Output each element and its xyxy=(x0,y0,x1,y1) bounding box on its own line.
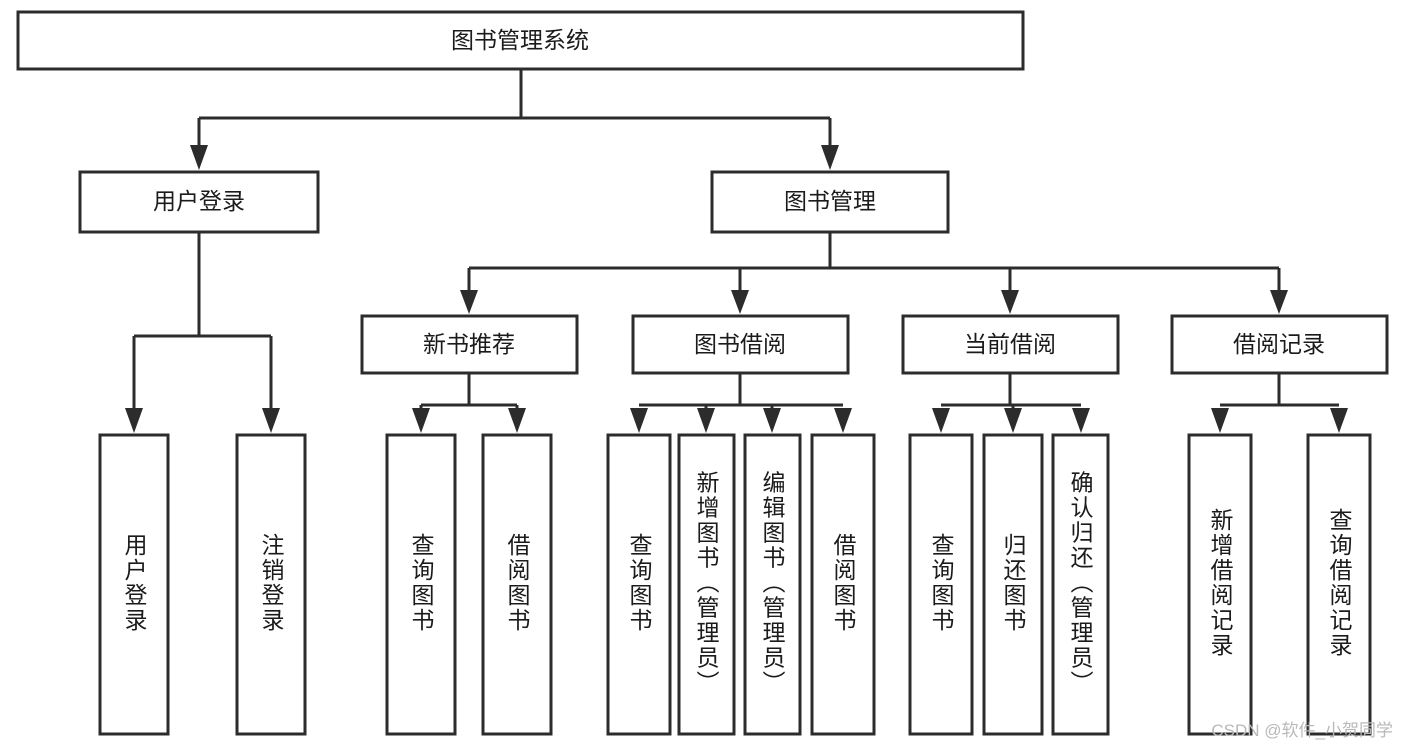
node-book-borrow[interactable]: 图书借阅 xyxy=(631,314,850,375)
node-leaf-borrow-book-1-label: 借阅图书 xyxy=(504,533,531,633)
node-leaf-return-book-label: 归还图书 xyxy=(1000,533,1027,633)
arrow-head-leaf-user-login xyxy=(125,408,143,433)
node-leaf-query-book-1[interactable]: 查询图书 xyxy=(385,433,457,736)
node-leaf-user-logout-label: 注销登录 xyxy=(258,533,285,633)
node-leaf-confirm-return-box[interactable] xyxy=(1051,433,1110,736)
node-leaf-user-login-label: 用户登录 xyxy=(121,533,148,633)
node-new-book-recommend-label: 新书推荐 xyxy=(423,331,515,357)
node-leaf-user-login[interactable]: 用户登录 xyxy=(98,433,170,736)
node-book-management-label: 图书管理 xyxy=(784,188,876,214)
node-leaf-borrow-book-1-box[interactable] xyxy=(481,433,553,736)
node-root[interactable]: 图书管理系统 xyxy=(16,10,1025,71)
node-leaf-query-book-3-box[interactable] xyxy=(908,433,974,736)
node-leaf-query-book-3[interactable]: 查询图书 xyxy=(908,433,974,736)
node-new-book-recommend-box[interactable] xyxy=(360,314,579,375)
node-leaf-borrow-book-2-box[interactable] xyxy=(810,433,876,736)
node-book-management-box[interactable] xyxy=(710,170,950,234)
node-root-box[interactable] xyxy=(16,10,1025,71)
node-leaf-query-book-2[interactable]: 查询图书 xyxy=(606,433,672,736)
node-leaf-confirm-return[interactable]: 确认归还（管理员） xyxy=(1051,433,1110,736)
node-current-borrow-label: 当前借阅 xyxy=(964,331,1056,357)
node-leaf-borrow-book-2[interactable]: 借阅图书 xyxy=(810,433,876,736)
arrow-head-leaf-query-book-2 xyxy=(630,408,648,433)
node-borrow-record-label: 借阅记录 xyxy=(1233,331,1325,357)
node-leaf-edit-book-box[interactable] xyxy=(743,433,802,736)
node-leaf-add-book-label: 新增图书（管理员） xyxy=(693,471,720,696)
node-user-login[interactable]: 用户登录 xyxy=(78,170,320,234)
node-leaf-query-book-1-label: 查询图书 xyxy=(408,533,435,633)
node-current-borrow-box[interactable] xyxy=(901,314,1120,375)
node-leaf-query-borrow-record-label: 查询借阅记录 xyxy=(1326,508,1353,658)
node-leaf-user-logout[interactable]: 注销登录 xyxy=(235,433,307,736)
node-leaf-add-book[interactable]: 新增图书（管理员） xyxy=(677,433,736,736)
node-leaf-return-book[interactable]: 归还图书 xyxy=(982,433,1044,736)
arrow-head-leaf-user-logout xyxy=(262,408,280,433)
arrow-head-leaf-borrow-book-1 xyxy=(508,408,526,433)
arrow-head-leaf-add-borrow-record xyxy=(1211,408,1229,433)
node-user-login-box[interactable] xyxy=(78,170,320,234)
node-leaf-borrow-book-1[interactable]: 借阅图书 xyxy=(481,433,553,736)
arrow-head-current-borrow xyxy=(1001,290,1019,314)
node-leaf-confirm-return-label: 确认归还（管理员） xyxy=(1067,471,1094,696)
node-current-borrow[interactable]: 当前借阅 xyxy=(901,314,1120,375)
node-new-book-recommend[interactable]: 新书推荐 xyxy=(360,314,579,375)
node-leaf-add-borrow-record[interactable]: 新增借阅记录 xyxy=(1187,433,1253,736)
node-leaf-query-book-2-box[interactable] xyxy=(606,433,672,736)
arrow-head-user-login xyxy=(190,145,208,170)
arrow-head-leaf-add-book xyxy=(697,408,715,433)
node-leaf-borrow-book-2-label: 借阅图书 xyxy=(830,533,857,633)
node-leaf-return-book-box[interactable] xyxy=(982,433,1044,736)
node-book-borrow-box[interactable] xyxy=(631,314,850,375)
node-leaf-edit-book[interactable]: 编辑图书（管理员） xyxy=(743,433,802,736)
arrow-head-new-book-recommend xyxy=(460,290,478,314)
node-leaf-user-logout-box[interactable] xyxy=(235,433,307,736)
node-leaf-edit-book-label: 编辑图书（管理员） xyxy=(759,471,786,696)
arrow-head-leaf-confirm-return xyxy=(1072,408,1090,433)
node-leaf-add-book-box[interactable] xyxy=(677,433,736,736)
arrow-head-leaf-edit-book xyxy=(763,408,781,433)
node-leaf-query-borrow-record[interactable]: 查询借阅记录 xyxy=(1306,433,1372,736)
arrow-head-leaf-query-book-1 xyxy=(412,408,430,433)
arrow-head-leaf-query-borrow-record xyxy=(1330,408,1348,433)
connector-layer xyxy=(125,69,1348,433)
node-root-label: 图书管理系统 xyxy=(451,27,589,53)
node-borrow-record[interactable]: 借阅记录 xyxy=(1170,314,1389,375)
node-leaf-add-borrow-record-label: 新增借阅记录 xyxy=(1207,508,1234,658)
node-book-management[interactable]: 图书管理 xyxy=(710,170,950,234)
arrow-head-borrow-record xyxy=(1270,290,1288,314)
node-book-borrow-label: 图书借阅 xyxy=(694,331,786,357)
arrow-head-book-management xyxy=(821,145,839,170)
node-leaf-query-borrow-record-box[interactable] xyxy=(1306,433,1372,736)
node-user-login-label: 用户登录 xyxy=(153,188,245,214)
node-borrow-record-box[interactable] xyxy=(1170,314,1389,375)
node-leaf-query-book-3-label: 查询图书 xyxy=(928,533,955,633)
node-leaf-user-login-box[interactable] xyxy=(98,433,170,736)
node-leaf-add-borrow-record-box[interactable] xyxy=(1187,433,1253,736)
arrow-head-book-borrow xyxy=(731,290,749,314)
arrow-head-leaf-return-book xyxy=(1004,408,1022,433)
arrow-head-leaf-borrow-book-2 xyxy=(834,408,852,433)
node-leaf-query-book-1-box[interactable] xyxy=(385,433,457,736)
arrow-head-leaf-query-book-3 xyxy=(932,408,950,433)
node-leaf-query-book-2-label: 查询图书 xyxy=(626,533,653,633)
